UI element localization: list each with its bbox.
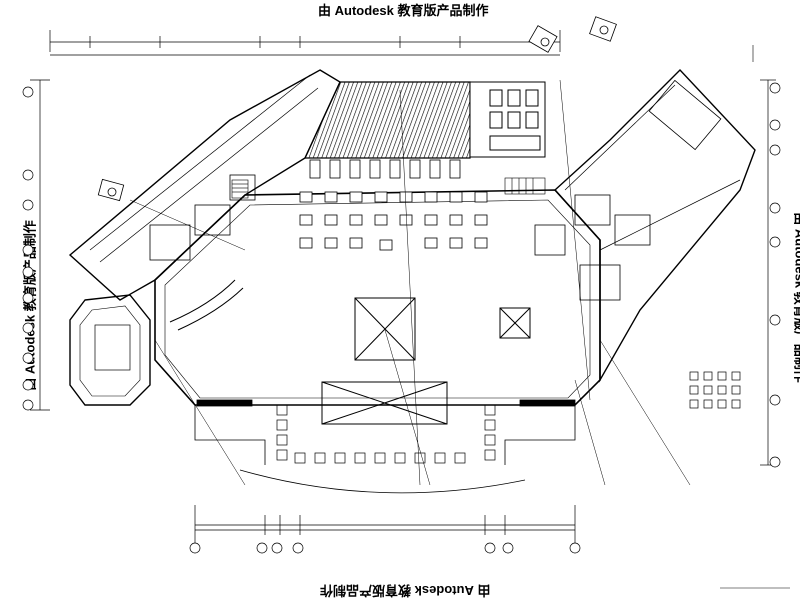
- top-service-block: [469, 81, 546, 158]
- dining-tables: [299, 191, 488, 251]
- left-wing: [68, 69, 341, 301]
- legend-symbols: [689, 371, 741, 409]
- curved-counter: [169, 279, 244, 331]
- skylight-small: [499, 307, 531, 339]
- bottom-dimension-line: [194, 505, 576, 545]
- stair-left: [231, 179, 249, 199]
- skylight-wide: [321, 381, 448, 425]
- right-wing: [534, 68, 756, 383]
- stair-right: [504, 177, 546, 195]
- north-arrow-symbol: [97, 16, 617, 202]
- bottom-terrace: [194, 399, 576, 494]
- left-pavilion: [69, 294, 151, 406]
- left-dimension-line: [30, 79, 50, 411]
- right-dimension-line: [760, 79, 776, 466]
- top-dimension-line: [49, 30, 561, 56]
- bottom-axis-bubbles: [189, 542, 581, 554]
- right-axis-bubbles: [769, 82, 781, 468]
- left-axis-bubbles: [22, 86, 34, 411]
- corner-mark: [720, 45, 790, 589]
- leader-lines: [129, 79, 691, 486]
- skylight-large: [354, 297, 416, 361]
- hatched-room: [304, 81, 471, 159]
- planter-row: [276, 404, 496, 464]
- booth-seats-top: [309, 159, 461, 179]
- watermark-top: 由 Autodesk 教育版产品制作: [318, 3, 489, 18]
